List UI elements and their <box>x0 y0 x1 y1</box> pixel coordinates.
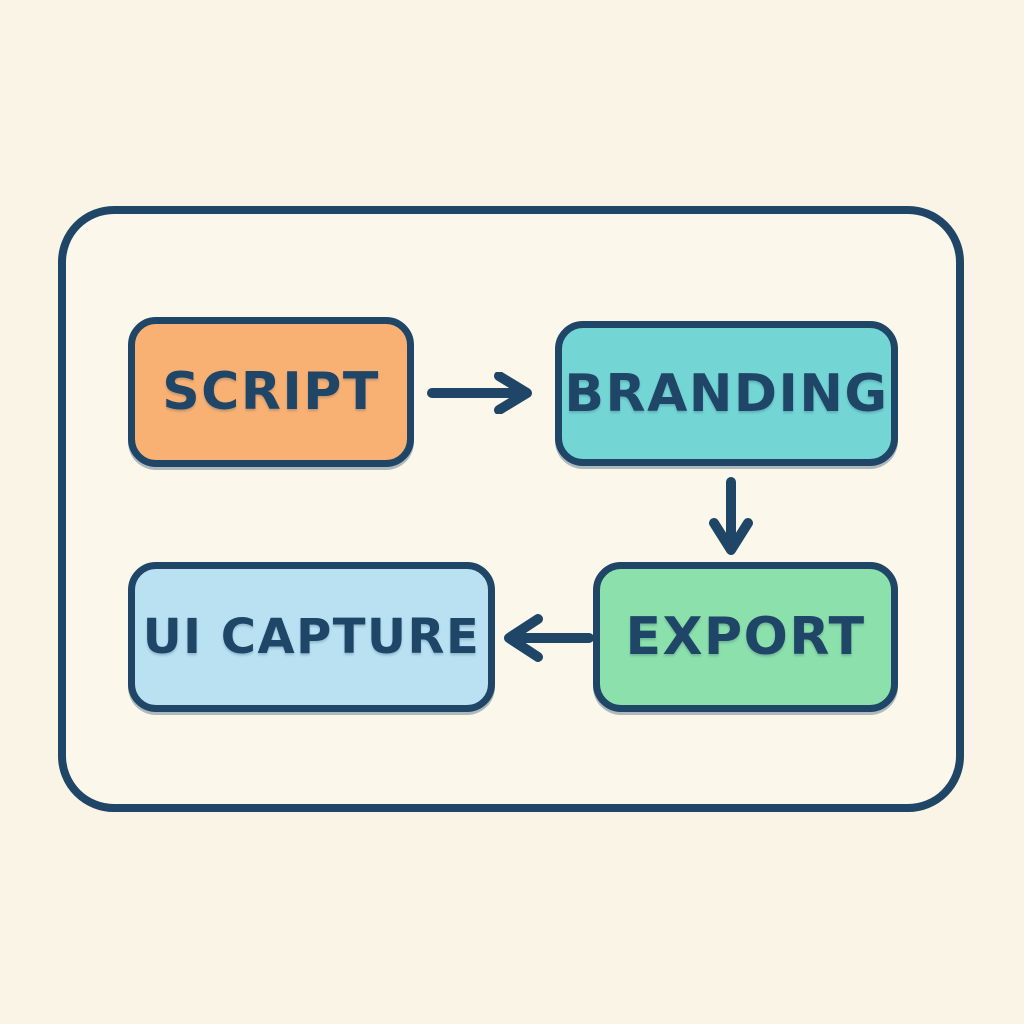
node-ui-capture: UI CAPTURE <box>128 562 495 712</box>
node-script-label: SCRIPT <box>162 362 380 422</box>
node-script: SCRIPT <box>128 317 414 467</box>
node-ui-capture-label: UI CAPTURE <box>142 609 481 665</box>
arrow-script-to-branding-icon <box>425 372 537 414</box>
arrow-branding-to-export-icon <box>708 476 754 556</box>
node-branding-label: BRANDING <box>564 363 889 424</box>
arrow-export-to-ui-capture-icon <box>500 614 596 662</box>
flowchart-frame <box>58 206 964 812</box>
node-export: EXPORT <box>593 562 898 712</box>
node-branding: BRANDING <box>555 321 898 466</box>
node-export-label: EXPORT <box>625 607 866 667</box>
